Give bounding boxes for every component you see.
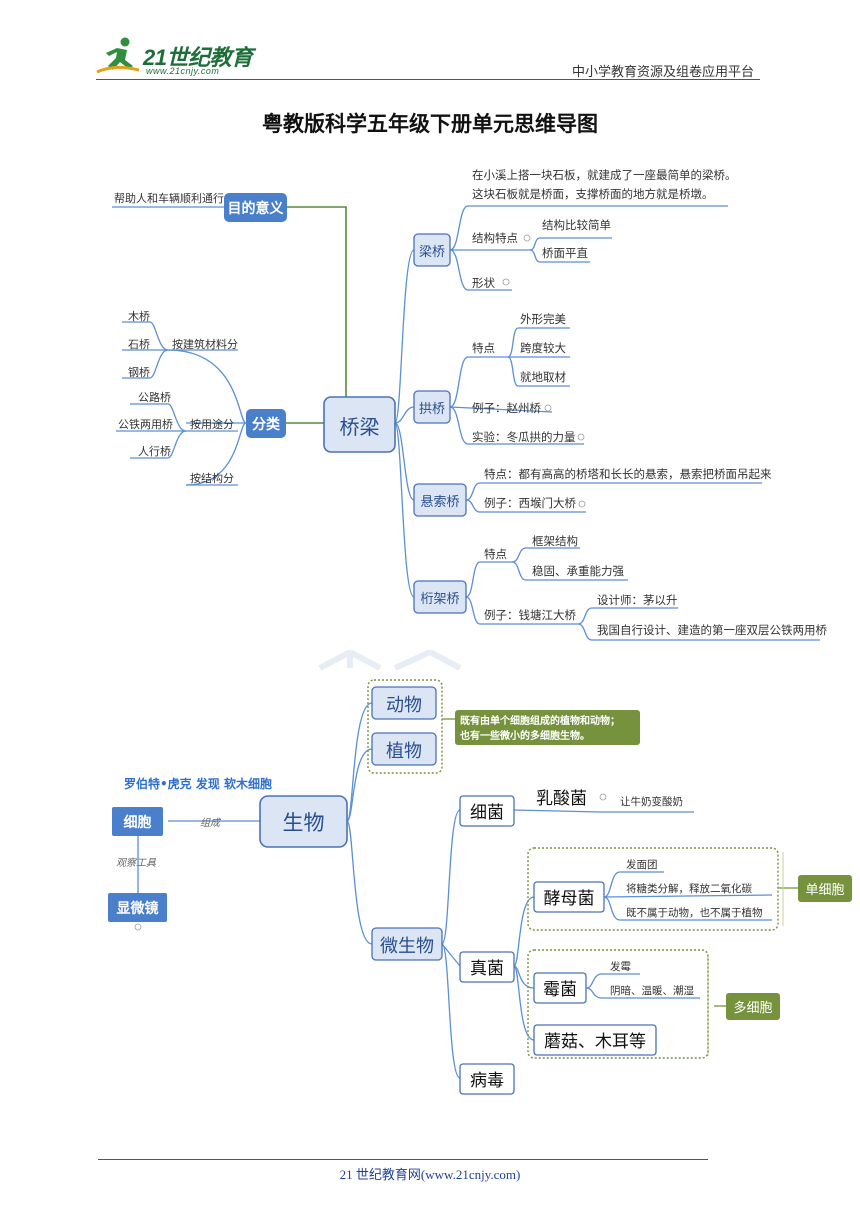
single-cell-label: 单细胞	[805, 883, 844, 898]
header-rule	[96, 79, 760, 80]
arch-bridge-label: 拱桥	[419, 402, 445, 417]
arch-feature-label: 特点	[472, 341, 495, 355]
platform-name: 中小学教育资源及组卷应用平台	[572, 64, 755, 79]
purpose-label: 目的意义	[228, 200, 284, 217]
bacteria-node[interactable]: 细菌	[459, 795, 515, 827]
suspension-example: 例子：西堠门大桥	[484, 496, 576, 510]
classify-node[interactable]: 分类	[246, 409, 286, 438]
beam-bridge-label: 梁桥	[419, 245, 445, 260]
footer-text: 21 世纪教育网(www.21cnjy.com)	[339, 1167, 521, 1182]
material-item: 木桥	[128, 310, 150, 323]
logo-runner-icon	[96, 37, 140, 74]
arch-feature-item: 外形完美	[520, 312, 566, 326]
purpose-node[interactable]: 目的意义	[224, 193, 287, 222]
use-item: 公铁两用桥	[118, 418, 173, 431]
truss-bridge-node[interactable]: 桁架桥	[413, 580, 467, 614]
use-item: 人行桥	[138, 445, 171, 458]
yeast-item: 将糖类分解，释放二氧化碳	[626, 882, 752, 895]
observe-label: 观察工具	[116, 857, 157, 869]
logo-url: www.21cnjy.com	[146, 66, 220, 76]
fungi-node[interactable]: 真菌	[459, 951, 515, 983]
beam-desc: 这块石板就是桥面，支撑桥面的地方就是桥墩。	[472, 187, 714, 201]
single-cell-badge: 单细胞	[798, 875, 852, 902]
purpose-leaf: 帮助人和车辆顺利通行	[114, 191, 224, 205]
watermark-logo	[318, 650, 462, 671]
microscope-label: 显微镜	[117, 900, 159, 917]
use-item: 公路桥	[138, 391, 171, 404]
mushroom-node[interactable]: 蘑菇、木耳等	[533, 1024, 657, 1056]
truss-feature-item: 稳固、承重能力强	[532, 564, 624, 578]
mold-label: 霉菌	[543, 980, 577, 1000]
lactobacillus-label: 乳酸菌	[536, 789, 587, 809]
suspension-bridge-label: 悬索桥	[420, 495, 459, 510]
organism-center-label: 生物	[283, 811, 325, 835]
compose-label: 组成	[200, 817, 222, 829]
by-use-label: 按用途分	[190, 417, 234, 431]
beam-feature-item: 结构比较简单	[542, 218, 611, 232]
arch-feature-item: 就地取材	[520, 370, 566, 384]
microbe-node[interactable]: 微生物	[371, 927, 443, 961]
organism-mind-map: 罗伯特•虎克 发现 软木细胞 细胞 组成 观察工具 显微镜 生物 动物 植物 既…	[108, 650, 852, 1095]
bacteria-label: 细菌	[470, 803, 504, 823]
cell-label: 细胞	[124, 814, 152, 831]
by-material-label: 按建筑材料分	[172, 337, 238, 351]
arch-experiment: 实验：冬瓜拱的力量	[472, 430, 576, 444]
header: 21世纪教育 www.21cnjy.com 中小学教育资源及组卷应用平台	[0, 0, 860, 85]
beam-shape: 形状	[472, 276, 495, 290]
truss-example: 例子：钱塘江大桥	[484, 608, 576, 622]
lactobacillus-leaf: 让牛奶变酸奶	[620, 795, 683, 808]
yeast-item: 发面团	[626, 858, 658, 871]
mold-node[interactable]: 霉菌	[533, 972, 587, 1004]
suspension-feature: 特点：都有高高的桥塔和长长的悬索，悬索把桥面吊起来	[484, 467, 772, 481]
animal-node[interactable]: 动物	[371, 686, 437, 720]
microbe-label: 微生物	[380, 936, 434, 957]
organism-center-node[interactable]: 生物	[259, 795, 348, 848]
footer-rule	[98, 1159, 708, 1160]
cell-note-line: 也有一些微小的多细胞生物。	[460, 729, 590, 742]
material-item: 石桥	[128, 338, 150, 351]
virus-node[interactable]: 病毒	[459, 1063, 515, 1095]
logo-text: 21世纪教育	[143, 45, 253, 70]
truss-bridge-label: 桁架桥	[420, 592, 459, 607]
bridge-center-node[interactable]: 桥梁	[323, 396, 396, 453]
beam-desc: 在小溪上搭一块石板，就建成了一座最简单的梁桥。	[472, 168, 737, 182]
page-title: 粤教版科学五年级下册单元思维导图	[262, 112, 598, 136]
material-item: 钢桥	[128, 366, 150, 379]
cell-note-line: 既有由单个细胞组成的植物和动物；	[460, 714, 620, 727]
cell-note-box: 既有由单个细胞组成的植物和动物； 也有一些微小的多细胞生物。	[455, 710, 640, 745]
by-structure-label: 按结构分	[190, 471, 234, 485]
virus-label: 病毒	[470, 1071, 504, 1091]
yeast-label: 酵母菌	[544, 889, 595, 909]
multi-cell-badge: 多细胞	[726, 993, 780, 1020]
mushroom-label: 蘑菇、木耳等	[544, 1032, 646, 1052]
beam-feature-label: 结构特点	[472, 231, 518, 245]
yeast-node[interactable]: 酵母菌	[533, 881, 605, 913]
bridge-mind-map: 桥梁 目的意义 帮助人和车辆顺利通行 分类 按建筑材料分 按用途分 按结构分 木…	[112, 168, 827, 641]
truss-feature-label: 特点	[484, 547, 507, 561]
arch-feature-item: 跨度较大	[520, 341, 566, 355]
arch-example: 例子：赵州桥	[472, 401, 541, 415]
mold-item: 阴暗、温暖、潮湿	[610, 984, 694, 997]
arch-bridge-node[interactable]: 拱桥	[413, 390, 451, 424]
multi-cell-label: 多细胞	[733, 1000, 772, 1016]
cell-node[interactable]: 细胞	[112, 807, 163, 836]
truss-designer: 设计师：茅以升	[597, 593, 678, 607]
plant-node[interactable]: 植物	[371, 732, 437, 766]
beam-bridge-node[interactable]: 梁桥	[413, 233, 451, 267]
microscope-node[interactable]: 显微镜	[108, 893, 167, 922]
classify-label: 分类	[252, 416, 281, 433]
plant-label: 植物	[386, 741, 422, 762]
suspension-bridge-node[interactable]: 悬索桥	[413, 483, 467, 517]
bridge-center-label: 桥梁	[340, 415, 380, 439]
discoverer-text: 罗伯特•虎克 发现 软木细胞	[124, 776, 272, 791]
truss-fact: 我国自行设计、建造的第一座双层公铁两用桥	[597, 623, 827, 637]
truss-feature-item: 框架结构	[532, 534, 578, 548]
mold-item: 发霉	[610, 960, 631, 973]
animal-label: 动物	[386, 695, 422, 716]
fungi-label: 真菌	[470, 959, 504, 979]
beam-feature-item: 桥面平直	[542, 246, 588, 260]
yeast-item: 既不属于动物，也不属于植物	[626, 906, 763, 919]
